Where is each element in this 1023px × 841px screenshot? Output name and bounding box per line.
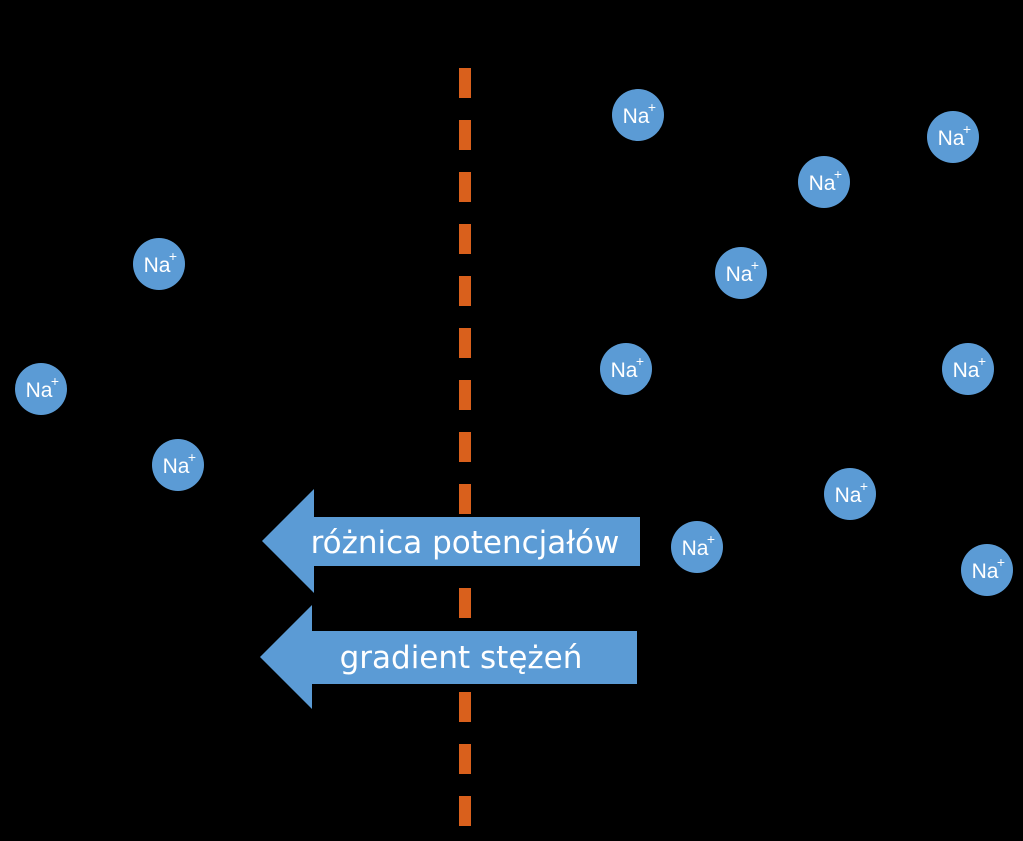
na-ion: Na+ <box>927 111 979 163</box>
na-ion-charge: + <box>169 248 177 264</box>
na-ion-charge: + <box>51 373 59 389</box>
concentration-gradient-arrow: gradient stężeń <box>260 605 637 709</box>
na-ion-label: Na <box>163 455 190 478</box>
na-ion-label: Na <box>144 254 171 277</box>
na-ion: Na+ <box>600 343 652 395</box>
na-ion-label: Na <box>972 560 999 583</box>
na-ion-circle <box>15 363 67 415</box>
na-ion-circle <box>942 343 994 395</box>
na-ion-circle <box>152 439 204 491</box>
na-ion-circle <box>715 247 767 299</box>
na-ion-label: Na <box>611 359 638 382</box>
na-ion-charge: + <box>834 166 842 182</box>
na-ion-charge: + <box>751 257 759 273</box>
na-ion: Na+ <box>824 468 876 520</box>
na-ion-label: Na <box>726 263 753 286</box>
na-ion-label: Na <box>682 537 709 560</box>
na-ion: Na+ <box>15 363 67 415</box>
na-ion-charge: + <box>636 353 644 369</box>
na-ion-charge: + <box>963 121 971 137</box>
na-ion-circle <box>671 521 723 573</box>
concentration-gradient-label: gradient stężeń <box>340 640 583 676</box>
na-ion-circle <box>600 343 652 395</box>
na-ion-label: Na <box>26 379 53 402</box>
na-ion-charge: + <box>188 449 196 465</box>
na-ion-label: Na <box>623 105 650 128</box>
na-ion-circle <box>133 238 185 290</box>
na-ion-charge: + <box>978 353 986 369</box>
na-ion-circle <box>612 89 664 141</box>
na-ion: Na+ <box>133 238 185 290</box>
na-ion: Na+ <box>961 544 1013 596</box>
na-ion-charge: + <box>648 99 656 115</box>
na-ion-charge: + <box>860 478 868 494</box>
potential-difference-arrow: różnica potencjałów <box>262 489 640 593</box>
na-ion-circle <box>798 156 850 208</box>
na-ion-label: Na <box>953 359 980 382</box>
na-ion-label: Na <box>809 172 836 195</box>
na-ion: Na+ <box>152 439 204 491</box>
na-ion: Na+ <box>942 343 994 395</box>
na-ion: Na+ <box>715 247 767 299</box>
na-ion: Na+ <box>612 89 664 141</box>
na-ion-label: Na <box>938 127 965 150</box>
potential-difference-label: różnica potencjałów <box>311 525 620 561</box>
sodium-ions: Na+Na+Na+Na+Na+Na+Na+Na+Na+Na+Na+Na+ <box>15 89 1013 596</box>
na-ion-label: Na <box>835 484 862 507</box>
na-ion-circle <box>961 544 1013 596</box>
concentration-gradient-arrow-shape <box>260 605 637 709</box>
na-ion-charge: + <box>707 531 715 547</box>
na-ion-charge: + <box>997 554 1005 570</box>
na-ion: Na+ <box>671 521 723 573</box>
na-ion: Na+ <box>798 156 850 208</box>
potential-difference-arrow-shape <box>262 489 640 593</box>
na-ion-circle <box>824 468 876 520</box>
na-ion-circle <box>927 111 979 163</box>
